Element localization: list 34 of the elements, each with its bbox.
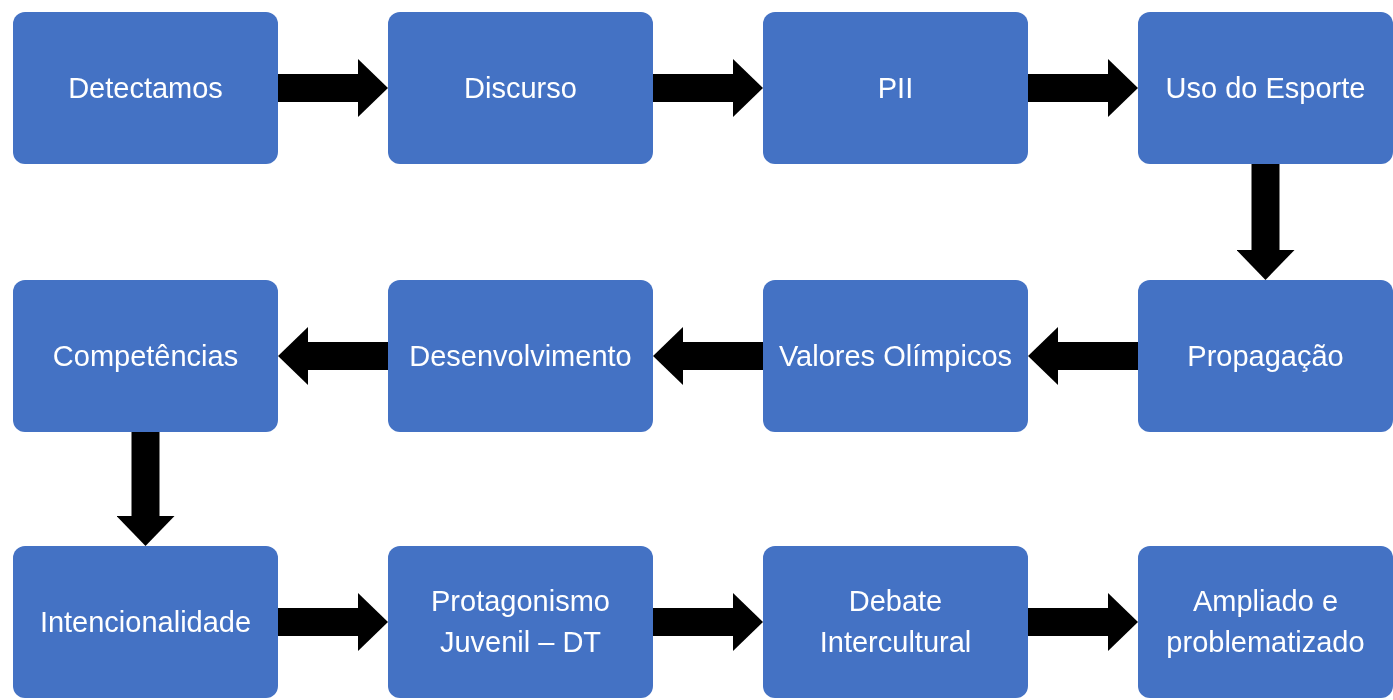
- process-box: [388, 280, 653, 432]
- process-box: [1138, 280, 1393, 432]
- box-label: Protagonismo Juvenil – DT: [430, 584, 611, 660]
- box-label: Desenvolvimento: [409, 338, 632, 374]
- box-label: Competências: [52, 338, 239, 374]
- box-label: Intencionalidade: [39, 604, 252, 640]
- process-box: [13, 546, 278, 698]
- box-label: Ampliado e problematizado: [1165, 584, 1366, 660]
- process-box: [1138, 12, 1393, 164]
- box-label: Detectamos: [68, 70, 223, 106]
- box-label: Uso do Esporte: [1165, 70, 1366, 106]
- block-arrow: [653, 593, 763, 651]
- block-arrow: [278, 593, 388, 651]
- block-arrow: [1028, 593, 1138, 651]
- block-arrow: [1028, 59, 1138, 117]
- block-arrow: [278, 327, 388, 385]
- block-arrow: [1028, 327, 1138, 385]
- process-box: [763, 12, 1028, 164]
- process-box: [763, 280, 1028, 432]
- process-box: [1138, 546, 1393, 698]
- process-box: [388, 546, 653, 698]
- box-label: Valores Olímpicos: [778, 338, 1013, 374]
- block-arrow: [653, 327, 763, 385]
- process-box: [13, 12, 278, 164]
- process-box: [388, 12, 653, 164]
- process-box: [13, 280, 278, 432]
- box-label: Propagação: [1187, 338, 1344, 374]
- box-label: Discurso: [464, 70, 577, 106]
- box-label: Debate Intercultural: [818, 584, 973, 660]
- process-box: [763, 546, 1028, 698]
- block-arrow: [1236, 164, 1295, 280]
- block-arrow: [653, 59, 763, 117]
- block-arrow: [278, 59, 388, 117]
- box-label: PII: [877, 70, 914, 106]
